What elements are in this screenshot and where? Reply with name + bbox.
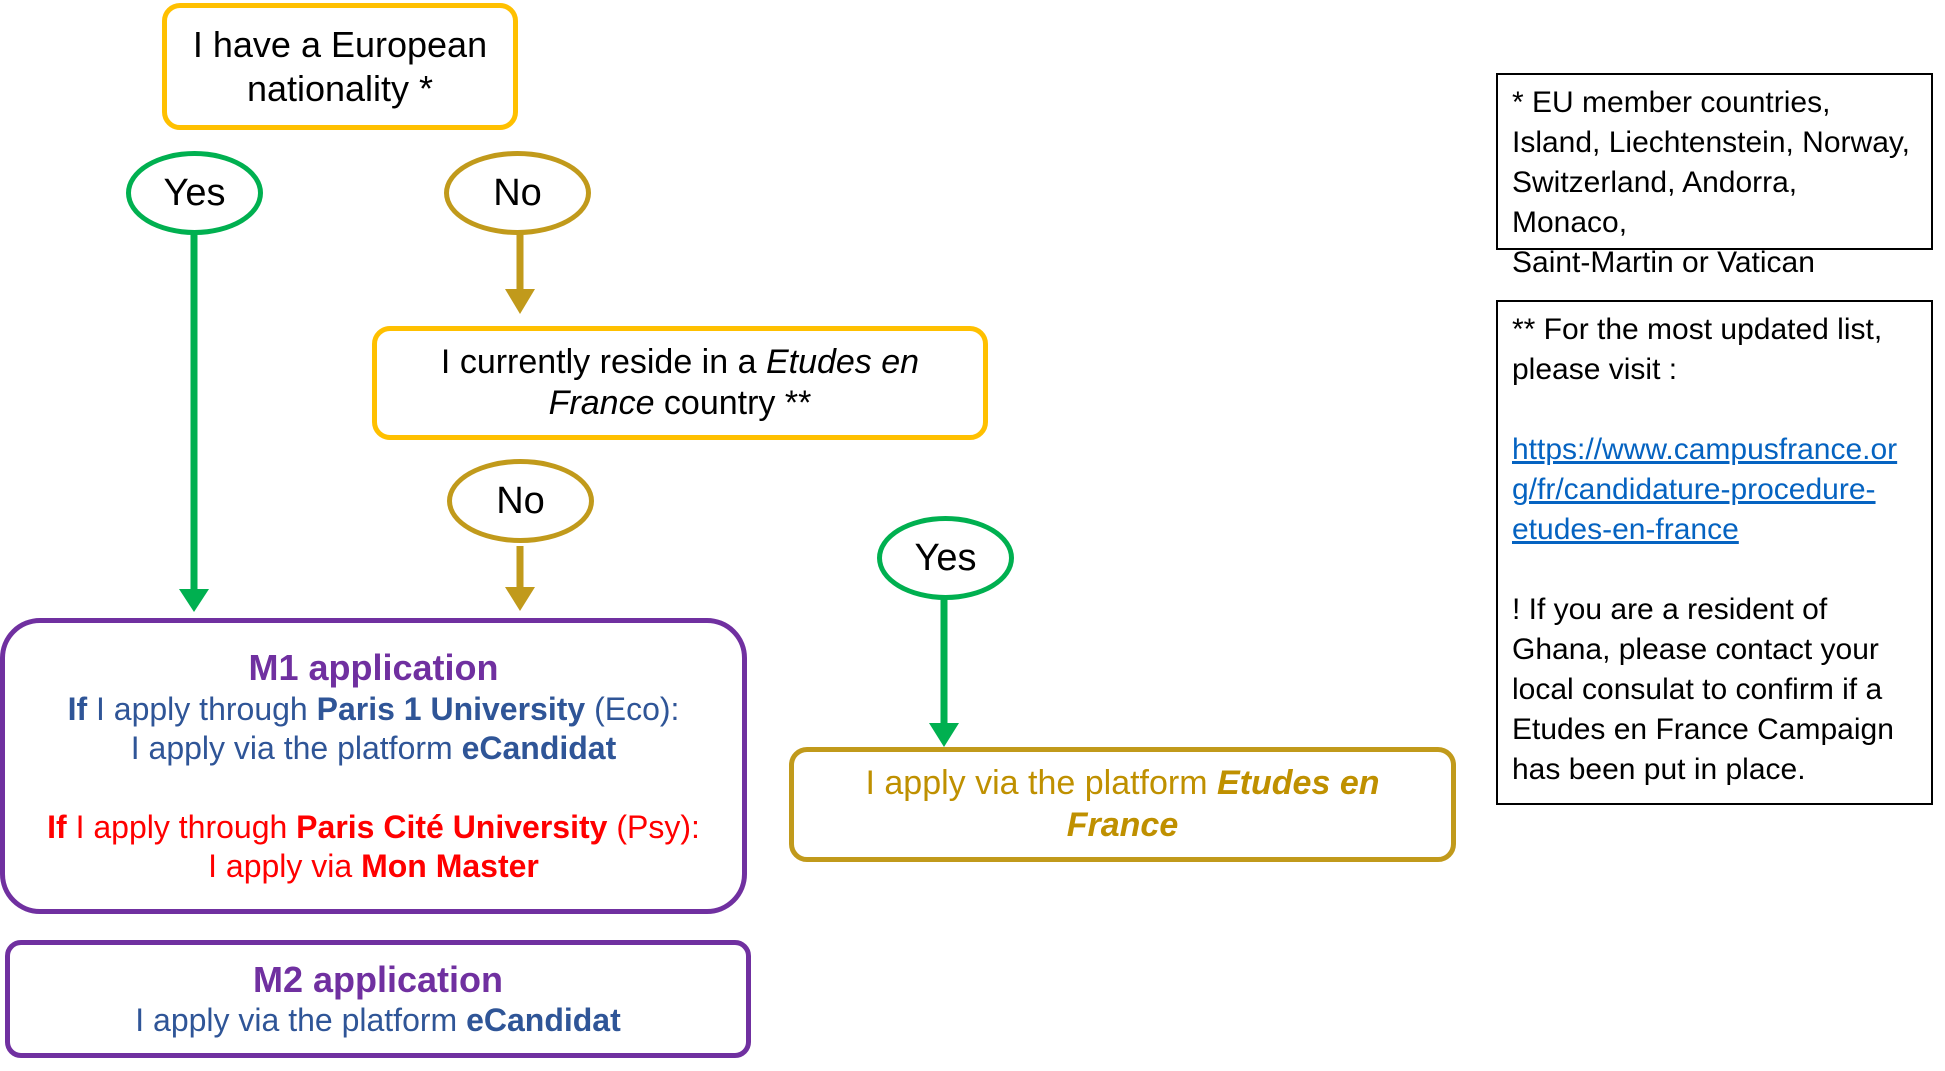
- arrow-head-yes-to-etudes: [929, 723, 959, 747]
- etudes-line-2: France: [1066, 805, 1179, 844]
- m1-psy-condition: If I apply through Paris Cité University…: [47, 808, 700, 845]
- no-label-top: No: [493, 171, 542, 214]
- etudes-line-1: I apply via the platform Etudes en: [865, 764, 1380, 803]
- start-line-2: nationality *: [246, 67, 434, 109]
- reside-line-1: I currently reside in a Etudes en: [440, 342, 920, 381]
- warning-line-2: Ghana, please contact your: [1512, 633, 1879, 666]
- start-line-1: I have a European: [192, 23, 488, 65]
- note1-line-2: Island, Liechtenstein, Norway,: [1512, 126, 1910, 159]
- link-line-3: etudes-en-france: [1512, 513, 1739, 546]
- m2-platform: I apply via the platform eCandidat: [135, 1002, 621, 1039]
- no-branch-top: No: [444, 151, 591, 235]
- m2-title: M2 application: [252, 958, 504, 1000]
- note1-line-3: Switzerland, Andorra, Monaco,: [1512, 166, 1798, 239]
- yes-label-left: Yes: [163, 171, 226, 214]
- arrow-head-no-to-reside: [505, 289, 535, 314]
- reside-etudes-country-box: I currently reside in a Etudes en France…: [372, 326, 988, 440]
- reside-line-2: France country **: [548, 384, 812, 422]
- note2-spacer-2: [1512, 550, 1917, 590]
- m1-application-box: M1 application If I apply through Paris …: [0, 618, 747, 914]
- yes-branch-right: Yes: [877, 516, 1014, 600]
- eu-countries-note: * EU member countries, Island, Liechtens…: [1496, 73, 1933, 279]
- campus-france-link[interactable]: https://www.campusfrance.or g/fr/candida…: [1512, 430, 1917, 550]
- note1-line-4: Saint-Martin or Vatican: [1512, 246, 1815, 279]
- m1-eco-platform: I apply via the platform eCandidat: [130, 729, 617, 766]
- no-branch-mid: No: [447, 459, 594, 543]
- m1-title: M1 application: [248, 646, 499, 688]
- m1-eco-condition: If I apply through Paris 1 University (E…: [67, 690, 680, 727]
- note2-spacer-1: [1512, 390, 1917, 430]
- arrow-head-no-to-m1: [505, 587, 535, 611]
- arrow-head-yes-to-m1: [179, 589, 209, 612]
- campus-france-note: ** For the most updated list, please vis…: [1496, 300, 1933, 805]
- m1-psy-platform: I apply via Mon Master: [208, 847, 539, 884]
- note2-line-2: please visit :: [1512, 353, 1678, 386]
- note2-line-1: ** For the most updated list,: [1512, 313, 1883, 346]
- etudes-en-france-box: I apply via the platform Etudes en Franc…: [789, 747, 1456, 862]
- no-label-mid: No: [496, 479, 545, 522]
- start-european-nationality-box: I have a European nationality *: [162, 3, 518, 130]
- warning-line-1: ! If you are a resident of: [1512, 593, 1828, 626]
- warning-line-5: has been put in place.: [1512, 753, 1806, 786]
- warning-line-3: local consulat to confirm if a: [1512, 673, 1883, 706]
- yes-branch-left: Yes: [126, 151, 263, 235]
- warning-line-4: Etudes en France Campaign: [1512, 713, 1894, 746]
- yes-label-right: Yes: [914, 536, 977, 579]
- m2-application-box: M2 application I apply via the platform …: [5, 940, 751, 1058]
- link-line-2: g/fr/candidature-procedure-: [1512, 473, 1876, 506]
- note1-line-1: * EU member countries,: [1512, 86, 1831, 119]
- link-line-1: https://www.campusfrance.or: [1512, 433, 1898, 466]
